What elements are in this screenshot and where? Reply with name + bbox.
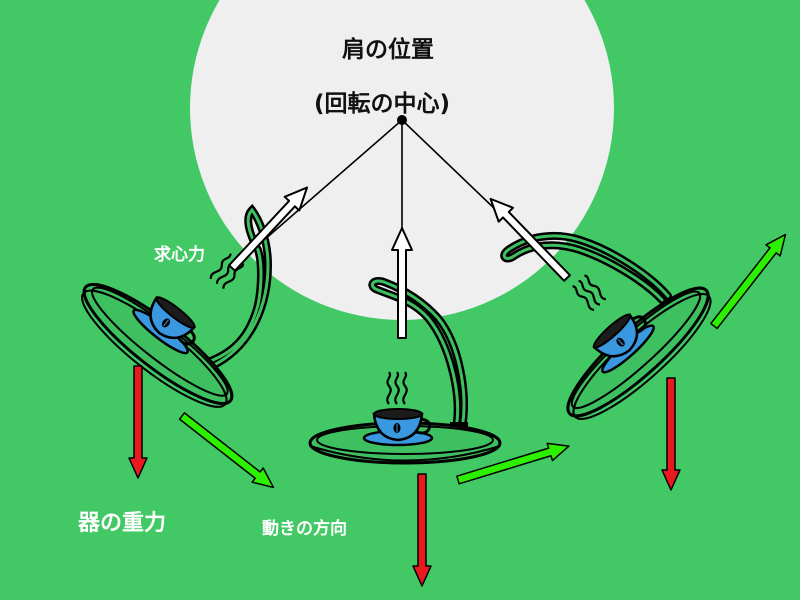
tray-center: [308, 277, 502, 465]
centripetal-arrow-left: [228, 186, 309, 272]
label-motion-direction: 動きの方向: [262, 519, 347, 539]
motion-arrow-left: [178, 412, 275, 489]
motion-arrows: [178, 233, 787, 489]
steam-icon: [386, 370, 408, 406]
motion-arrow-center: [456, 442, 570, 485]
centripetal-arrow-right: [489, 197, 571, 282]
steam-icon: [570, 273, 609, 313]
gravity-arrows: [128, 365, 681, 587]
tray-right: [500, 231, 712, 420]
gravity-arrow-left: [128, 365, 148, 479]
centripetal-arrow-center: [391, 227, 413, 339]
label-centripetal-force: 求心力: [154, 245, 205, 265]
gravity-arrow-center: [412, 473, 432, 587]
title-shoulder-position: 肩の位置: [342, 37, 434, 63]
centripetal-arrows: [228, 186, 571, 339]
label-gravity: 器の重力: [78, 511, 167, 536]
gravity-arrow-right: [661, 377, 681, 491]
title-rotation-center: (回転の中心): [314, 91, 451, 117]
motion-arrow-right: [710, 233, 787, 330]
tray-left: [81, 203, 273, 408]
pivot-point: [397, 115, 407, 125]
